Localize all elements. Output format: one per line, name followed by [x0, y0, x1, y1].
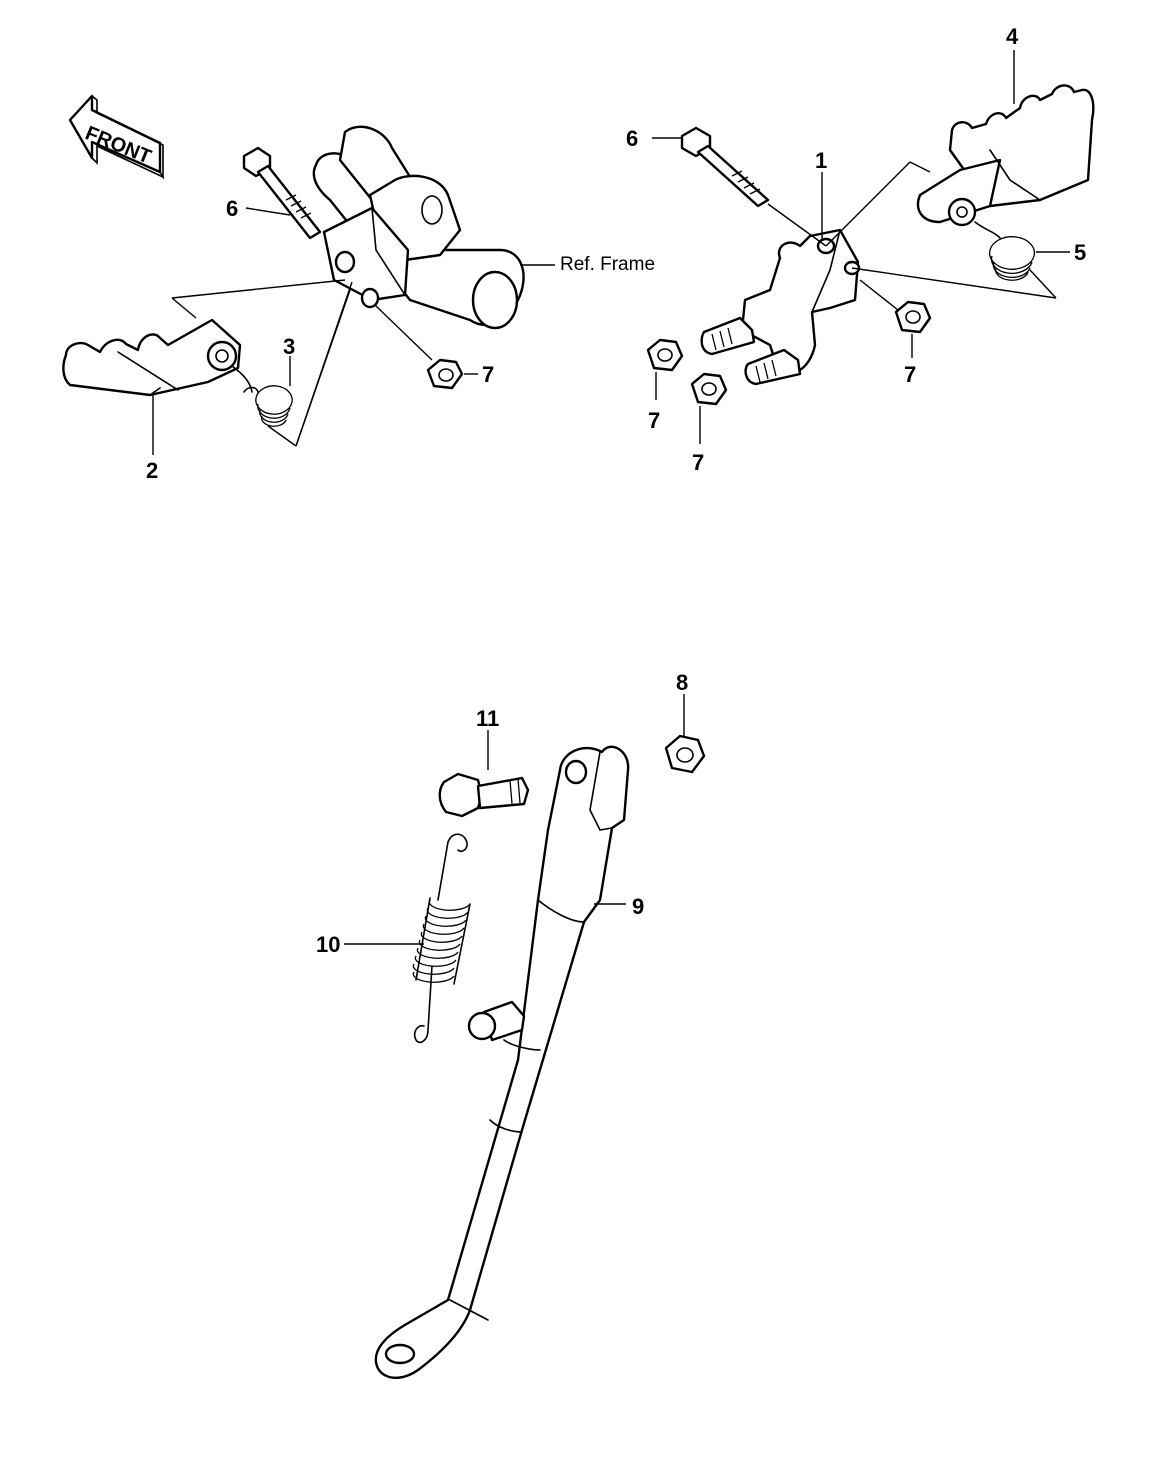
- callout-7-right: 7: [904, 362, 916, 387]
- front-arrow-icon: FRONT: [68, 94, 164, 180]
- footpeg-right: [916, 84, 1095, 227]
- spring-right: [974, 221, 1036, 281]
- bolt-11: [438, 772, 530, 818]
- callout-1: 1: [815, 148, 827, 173]
- callout-7-bracket-a: 7: [648, 408, 660, 433]
- callout-3: 3: [283, 334, 295, 359]
- bolts-bracket-right: [700, 316, 802, 386]
- footpeg-bracket-right: [740, 228, 861, 376]
- callout-2: 2: [146, 458, 158, 483]
- nut-7-left: [426, 358, 464, 390]
- nuts-7-right: [646, 300, 932, 406]
- leaders-left: [152, 207, 555, 455]
- leaders-right: [652, 50, 1070, 444]
- leaders-stand: [344, 694, 685, 945]
- callout-6-left: 6: [226, 196, 238, 221]
- ref-frame-label: Ref. Frame: [560, 254, 655, 275]
- bolt-6-left: [242, 146, 322, 240]
- callout-10: 10: [316, 932, 340, 957]
- footpeg-left: [62, 318, 242, 397]
- callout-7-left: 7: [482, 362, 494, 387]
- callout-8: 8: [676, 670, 688, 695]
- callout-5: 5: [1074, 240, 1086, 265]
- side-stand: [374, 745, 630, 1380]
- nut-8: [664, 734, 706, 774]
- callout-9: 9: [632, 894, 644, 919]
- stand-pin: [467, 1000, 526, 1042]
- callout-7-bracket-b: 7: [692, 450, 704, 475]
- bolt-6-right: [680, 126, 770, 208]
- callout-4: 4: [1006, 24, 1019, 49]
- spring-left: [231, 365, 293, 427]
- callout-11: 11: [476, 706, 499, 731]
- callout-6-right: 6: [626, 126, 638, 151]
- footpeg-bracket-left: [322, 206, 410, 309]
- spring-10: [412, 833, 471, 1044]
